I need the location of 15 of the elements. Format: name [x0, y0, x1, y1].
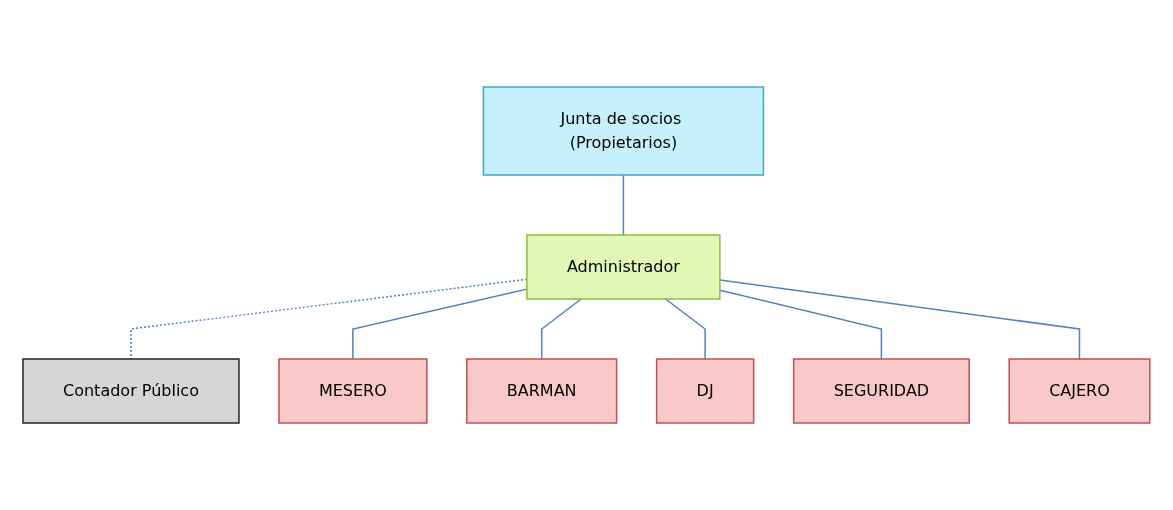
node-box: Administrador — [526, 234, 721, 300]
connector — [719, 279, 1081, 360]
node-box: SEGURIDAD — [793, 358, 970, 424]
connector — [719, 289, 883, 360]
node-box: Contador Público — [22, 358, 240, 424]
connector — [130, 278, 528, 360]
node-box: CAJERO — [1008, 358, 1151, 424]
connector — [664, 298, 706, 360]
node-box: Junta de socios (Propietarios) — [482, 86, 765, 176]
node-box: BARMAN — [466, 358, 618, 424]
connector — [541, 298, 583, 360]
connector — [622, 174, 625, 236]
connector — [352, 288, 528, 360]
node-box: MESERO — [278, 358, 428, 424]
node-box: DJ — [655, 358, 755, 424]
